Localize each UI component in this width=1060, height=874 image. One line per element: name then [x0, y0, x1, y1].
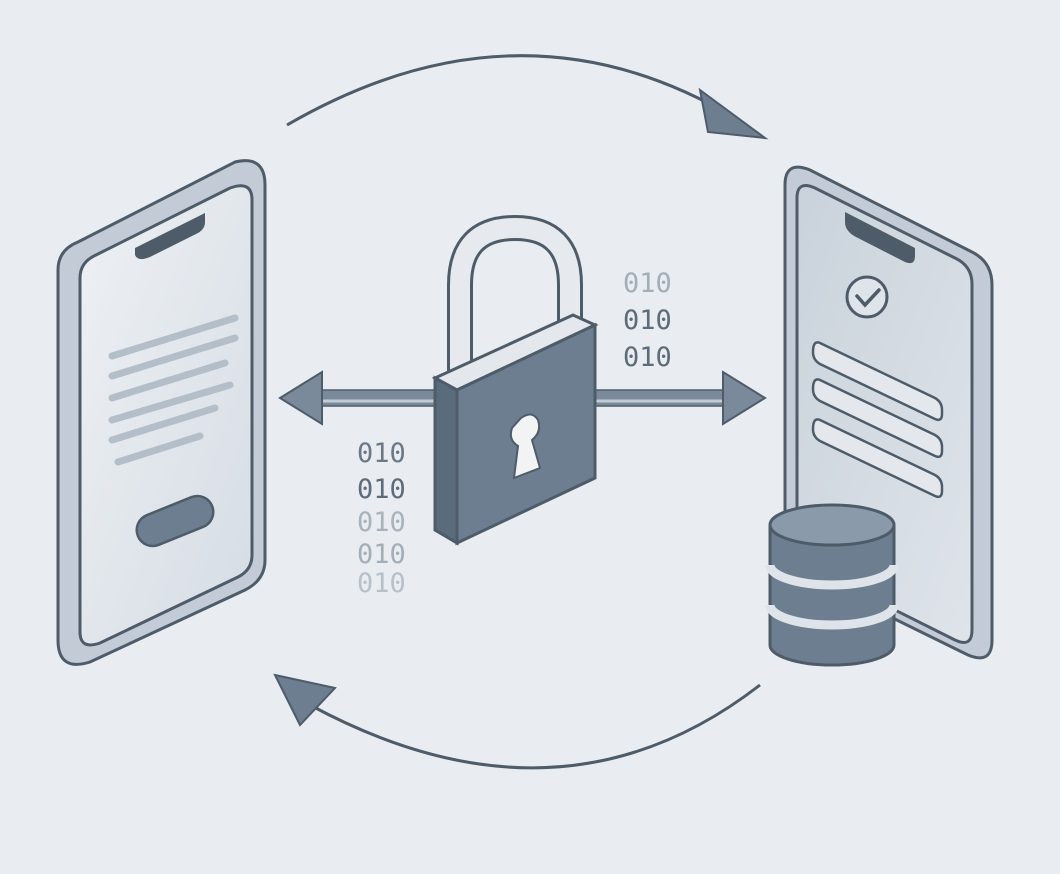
binary-stream-left: 010 010 010 010 010 [357, 438, 406, 599]
binary-text: 010 [357, 568, 406, 599]
binary-text: 010 [357, 539, 406, 570]
binary-text: 010 [357, 474, 406, 505]
sync-arrow-bottom [273, 673, 761, 770]
binary-text: 010 [623, 342, 672, 373]
padlock-icon [431, 214, 599, 546]
form-fields [811, 341, 944, 499]
binary-text: 010 [623, 268, 672, 299]
phone-button [135, 494, 215, 548]
checkmark-icon [845, 275, 889, 319]
database-icon [765, 503, 899, 667]
binary-text: 010 [623, 305, 672, 336]
binary-text: 010 [357, 438, 406, 469]
phone-left [56, 159, 267, 666]
phone-right [765, 165, 994, 667]
binary-stream-right: 010 010 010 [623, 268, 672, 373]
sync-arrow-top [286, 54, 769, 140]
binary-text: 010 [357, 507, 406, 538]
text-lines [108, 314, 239, 466]
